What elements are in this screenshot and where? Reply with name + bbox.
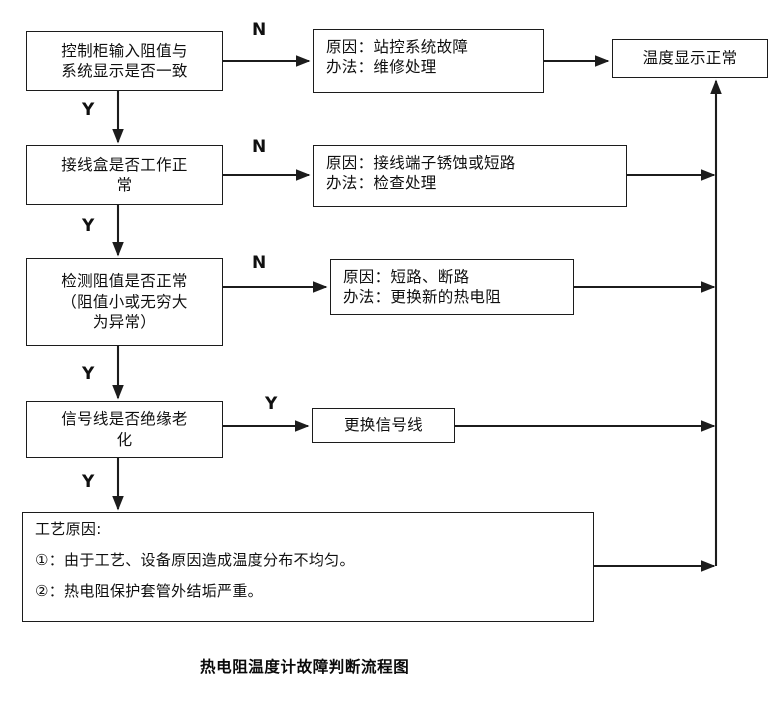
node-text-line: 原因：接线端子锈蚀或短路: [326, 154, 516, 172]
node-text-line: 办法：检查处理: [326, 174, 437, 193]
node-text-line: 系统显示是否一致: [61, 62, 188, 80]
node-text-line: 为异常）: [92, 313, 157, 332]
edge-label-n3: N: [252, 253, 267, 273]
node-text-line: 更换信号线: [343, 416, 423, 435]
node-text-line: 工艺原因:: [35, 520, 102, 538]
node-text-line: （阻值小或无穷大: [61, 292, 188, 311]
node-text-line: 信号线是否绝缘老: [61, 410, 188, 429]
node-check-resistance-value[interactable]: 检测阻值是否正常 （阻值小或无穷大 为异常）: [26, 258, 223, 346]
node-check-signal-wire-insulation[interactable]: 信号线是否绝缘老 化: [26, 401, 223, 458]
node-text-line: 检测阻值是否正常: [61, 272, 188, 291]
edge-label-y1: Y: [82, 100, 95, 120]
node-text-line: 常: [116, 176, 133, 194]
node-cause-station-control-fault[interactable]: 原因：站控系统故障 办法：维修处理: [313, 29, 544, 93]
edge-label-n2: N: [252, 137, 267, 157]
node-text-line: 控制柜输入阻值与: [61, 41, 188, 60]
node-text-line: 办法：维修处理: [326, 58, 437, 77]
node-replace-signal-wire[interactable]: 更换信号线: [312, 408, 455, 443]
edge-label-y2: Y: [82, 216, 95, 236]
node-cause-short-or-open-circuit[interactable]: 原因：短路、断路 办法：更换新的热电阻: [330, 259, 574, 315]
edge-label-n1: N: [252, 20, 267, 40]
node-text-line: 温度显示正常: [642, 49, 738, 68]
node-check-junction-box[interactable]: 接线盒是否工作正 常: [26, 145, 223, 205]
node-text-line: 原因：站控系统故障: [326, 38, 469, 56]
node-temperature-display-normal[interactable]: 温度显示正常: [612, 39, 768, 78]
node-check-cabinet-input[interactable]: 控制柜输入阻值与 系统显示是否一致: [26, 31, 223, 91]
edge-label-y5: Y: [82, 472, 95, 492]
node-text-line: ②：热电阻保护套管外结垢严重。: [35, 581, 263, 600]
diagram-caption: 热电阻温度计故障判断流程图: [200, 658, 410, 676]
node-text-line: 办法：更换新的热电阻: [343, 288, 502, 307]
edge-label-y4: Y: [265, 394, 278, 414]
edge-label-y3: Y: [82, 364, 95, 384]
node-text-line: 接线盒是否工作正: [61, 155, 188, 174]
node-cause-terminal-corrosion[interactable]: 原因：接线端子锈蚀或短路 办法：检查处理: [313, 145, 627, 207]
node-text-line: 化: [116, 430, 133, 449]
node-text-line: 原因：短路、断路: [343, 268, 470, 286]
node-process-causes[interactable]: 工艺原因: ①：由于工艺、设备原因造成温度分布不均匀。 ②：热电阻保护套管外结垢…: [22, 512, 594, 622]
node-text-line: ①：由于工艺、设备原因造成温度分布不均匀。: [35, 550, 355, 569]
